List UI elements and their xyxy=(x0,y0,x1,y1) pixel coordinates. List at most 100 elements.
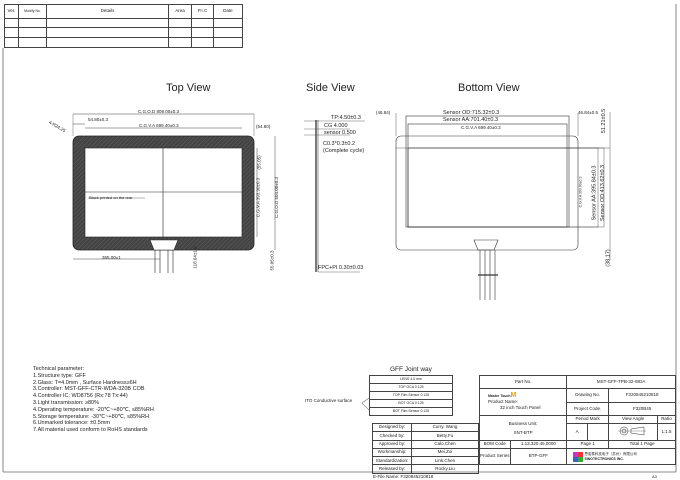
role: Standardization: xyxy=(372,456,412,466)
tech-heading: Technical parameter: xyxy=(33,366,85,372)
sheet-size: A3 xyxy=(652,474,657,479)
ratio: 1:1.5 xyxy=(656,423,677,441)
name: Link.Chen xyxy=(411,456,479,466)
top-view-title: Top View xyxy=(166,82,211,94)
tech-item: 6.Unmarked tolerance: ±0.5mm xyxy=(33,420,110,427)
header-area: Area xyxy=(167,4,193,19)
bottom-dim-bottom: (38.17) xyxy=(605,249,612,267)
ito-label: ITO Conductive surface xyxy=(305,398,353,403)
header-modify-no: Modify No. xyxy=(17,4,48,19)
table-row xyxy=(4,18,244,28)
company-logo-icon xyxy=(573,451,584,462)
header-details: Details xyxy=(46,4,169,19)
name: Curry. Wang xyxy=(411,422,479,433)
drawing-no-label: Drawing No. xyxy=(566,388,610,403)
table-row xyxy=(4,27,244,38)
company-cell: 思诺泰科技电子（苏州）有限公司 SINOTECTRONICS INC. xyxy=(566,448,676,465)
page: Page 1 xyxy=(566,440,610,449)
projection-symbol-icon xyxy=(608,423,658,441)
bottom-sensor-aa-w: Sensor AA:701.40±0.3 xyxy=(443,117,499,123)
tech-item: 7.All material used conform to RoHS stan… xyxy=(33,427,148,434)
side-view-title: Side View xyxy=(306,82,355,94)
tech-item: 4.Operating temperature: -20℃~+80℃, ≤85%… xyxy=(33,406,154,413)
layer: TOP Film Sensor 0.125 xyxy=(369,391,453,400)
business-unit: SNT-BTP xyxy=(513,430,533,435)
tech-item: 4.Controller IC: WD8756 (Rx:78 Tx:44) xyxy=(33,393,128,400)
bottom-sensor-od-w: Sensor OD:715.32±0.3 xyxy=(443,110,500,116)
dim-va-width: C.G.V.A 699.40±0.3 xyxy=(139,123,179,128)
dim-right-border: (54.80) xyxy=(256,124,271,129)
side-chamfer-note: (Complete cycle) xyxy=(323,148,365,154)
name: Betty.Fu xyxy=(411,431,479,441)
tech-item: 3.Controller: MST-GFF-CTR-WDA-320B COB xyxy=(33,386,145,393)
product-series: BTP-GFF xyxy=(509,448,568,465)
header-ver: Ver. xyxy=(4,4,19,19)
bom-code-label: BOM Code xyxy=(479,440,511,449)
bottom-dim-top: 51.21±0.5 xyxy=(601,108,608,134)
name: Mei.Zoi xyxy=(411,447,479,458)
role: Designed by: xyxy=(372,422,412,433)
bottom-dim-right: 46.84±0.5 xyxy=(578,110,598,115)
company-cn: 思诺泰科技电子（苏州）有限公司 xyxy=(584,451,637,456)
period-mark: A xyxy=(566,423,589,441)
role: Workmanship: xyxy=(372,447,412,458)
business-unit-label: Business Unit: xyxy=(508,421,538,426)
header-date: Date xyxy=(212,4,244,19)
bottom-cgva-h: C.G.V.A 393.90±0.3 xyxy=(578,176,583,208)
layer: BOT Film Sensor 0.125 xyxy=(369,407,453,416)
layer: BOT OCA 0.125 xyxy=(369,399,453,408)
top-view-drawing xyxy=(72,113,276,273)
role: Released by: xyxy=(372,464,412,474)
name: Rocky.Liu xyxy=(411,464,479,474)
efile-name: E-File Name: F320845210818 xyxy=(373,474,433,479)
tech-item: 3.Light transmission: ≥80% xyxy=(33,399,99,406)
product-name-label: Product Name: xyxy=(488,399,519,404)
dim-va-height: C.G.V.A 393.90±0.3 xyxy=(255,177,261,218)
part-no: MST-GFF-TPB-32-WDA xyxy=(566,375,676,389)
technical-parameters: Technical parameter: 1.Structure type: G… xyxy=(33,366,154,434)
gff-joint-title: GFF Joint way xyxy=(390,366,432,373)
side-tp: TP:4.50±0.3 xyxy=(331,115,361,121)
side-fpc: FPC+PI 0.30±0.03 xyxy=(318,265,364,271)
side-cg: CG 4.000 xyxy=(324,123,348,129)
revision-table: Ver. Modify No. Details Area P.I.C Date xyxy=(4,4,244,48)
tech-item: 5.Storage temperature: -30℃~+80℃, ≤85%RH xyxy=(33,413,149,420)
efile-label: E-File Name: xyxy=(373,474,400,479)
dim-bottom: 55.05±0.3 xyxy=(269,250,275,271)
company-en: SINOTECTRONICS INC. xyxy=(584,456,624,461)
project-code-label: Project Code. xyxy=(566,402,610,416)
signoff-table: Designed by:Curry. Wang Checked by:Betty… xyxy=(372,422,479,474)
side-view-drawing xyxy=(304,120,365,273)
role: Approved by: xyxy=(372,439,412,449)
dim-od-width: C.G.O.D 809.00±0.3 xyxy=(138,109,179,114)
bom-code: 1.13.320.45.0000 xyxy=(509,440,568,449)
name: Calo.Chen xyxy=(411,439,479,449)
total-pages: Total 1 Page xyxy=(608,440,676,449)
product-series-label: Product Series xyxy=(479,448,511,465)
bottom-sensor-od-h: Sensor OD:413.62±0.3 xyxy=(600,164,607,222)
header-pic: P.I.C xyxy=(191,4,214,19)
project-code: F320B45 xyxy=(608,402,676,416)
part-no-label: Part No. xyxy=(478,375,568,389)
ratio-label: Ratio xyxy=(656,415,677,424)
gff-layer-table: LENS 4.0 mm TOP OCA 0.125 TOP Film Senso… xyxy=(369,375,453,416)
tech-item: 1.Structure type: GFF xyxy=(33,372,86,379)
role: Checked by: xyxy=(372,431,412,441)
side-chamfer: C0.3*0.3±0.2 xyxy=(323,141,356,147)
product-name-cell: Master TouchM Product Name: 32 inch Touc… xyxy=(478,388,568,416)
period-mark-label: Period Mark xyxy=(566,415,610,424)
bottom-view-title: Bottom View xyxy=(458,82,520,94)
dim-left-border: 54.80±0.3 xyxy=(88,117,108,122)
layer: LENS 4.0 mm xyxy=(369,375,453,384)
dim-fpc-pos: 365.00±1 xyxy=(102,255,121,260)
brand-logo: Master Touch xyxy=(488,394,511,398)
drawing-no: F320845210818 xyxy=(608,388,676,403)
view-angle-label: View Angle xyxy=(608,415,658,424)
dim-od-height: C.G.O.D 504.00±0.3 xyxy=(274,177,279,218)
bottom-sensor-aa-h: Sensor AA:395.84±0.3 xyxy=(591,165,598,221)
bottom-dim-left: (46.84) xyxy=(376,110,391,115)
table-row xyxy=(4,37,244,48)
dim-fpc-len: 118.64±1.0 xyxy=(192,246,198,269)
dim-top-border: (55.05) xyxy=(256,155,262,170)
side-sensor: sensor 0.500 xyxy=(324,130,356,136)
